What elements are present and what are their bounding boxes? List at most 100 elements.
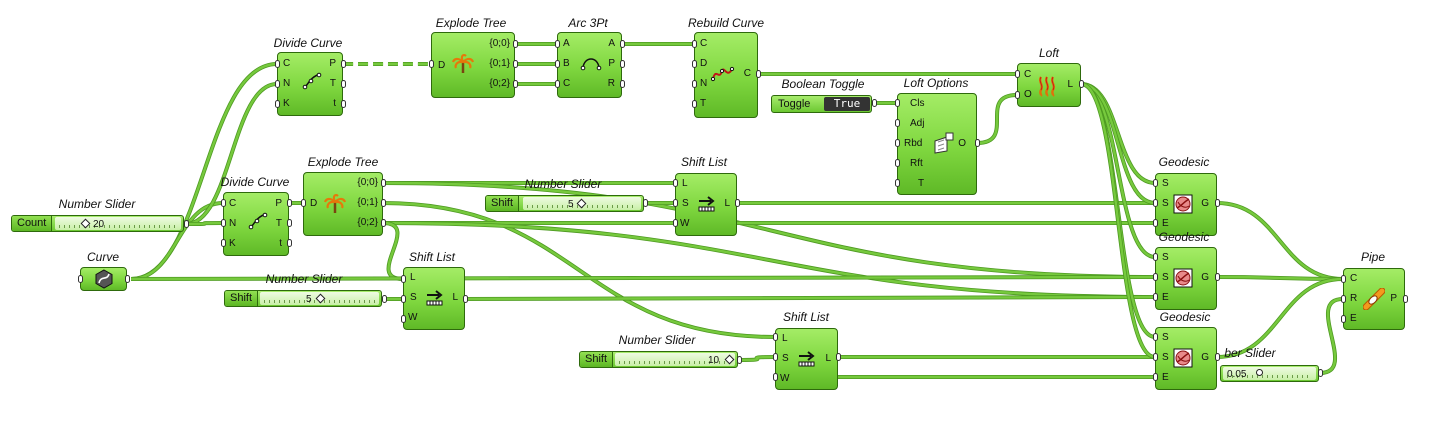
rebuild-curve-component[interactable]: C D N T C bbox=[694, 32, 758, 118]
number-slider-shift-5a[interactable]: Shift 5 bbox=[485, 195, 644, 212]
port-pin[interactable] bbox=[673, 219, 678, 227]
geodesic-2-component[interactable]: S S E G bbox=[1155, 247, 1217, 310]
port-pin[interactable] bbox=[513, 60, 518, 68]
port-pin[interactable] bbox=[735, 199, 740, 207]
port-pin[interactable] bbox=[381, 199, 386, 207]
divide-curve-1-component[interactable]: C N K P T t bbox=[277, 52, 343, 116]
slider-track[interactable]: 5 bbox=[260, 292, 379, 305]
slider-track[interactable]: 20 bbox=[55, 217, 181, 230]
port-pin[interactable] bbox=[1403, 295, 1408, 303]
port-pin[interactable] bbox=[287, 239, 292, 247]
port-pin[interactable] bbox=[381, 179, 386, 187]
port-pin[interactable] bbox=[125, 275, 130, 283]
number-slider-count[interactable]: Count 20 bbox=[11, 215, 184, 232]
port-pin[interactable] bbox=[673, 179, 678, 187]
explode-tree-2-component[interactable]: D {0;0} {0;1} {0;2} bbox=[303, 172, 383, 236]
port-pin[interactable] bbox=[221, 219, 226, 227]
port-pin[interactable] bbox=[1015, 91, 1020, 99]
port-pin[interactable] bbox=[1153, 179, 1158, 187]
port-pin[interactable] bbox=[620, 60, 625, 68]
port-pin[interactable] bbox=[382, 295, 387, 303]
boolean-toggle[interactable]: Toggle True bbox=[771, 95, 872, 113]
port-pin[interactable] bbox=[773, 333, 778, 341]
number-slider-shift-10[interactable]: Shift 10 bbox=[579, 351, 738, 368]
port-pin[interactable] bbox=[1153, 219, 1158, 227]
port-pin[interactable] bbox=[287, 199, 292, 207]
port-pin[interactable] bbox=[737, 356, 742, 364]
port-pin[interactable] bbox=[1153, 199, 1158, 207]
port-pin[interactable] bbox=[1015, 70, 1020, 78]
port-pin[interactable] bbox=[673, 199, 678, 207]
shift-list-2-component[interactable]: L S W L bbox=[403, 267, 465, 330]
port-pin[interactable] bbox=[401, 295, 406, 303]
port-pin[interactable] bbox=[275, 80, 280, 88]
port-pin[interactable] bbox=[895, 179, 900, 187]
port-pin[interactable] bbox=[341, 80, 346, 88]
port-pin[interactable] bbox=[221, 239, 226, 247]
arc-3pt-component[interactable]: A B C A P R bbox=[557, 32, 622, 98]
port-pin[interactable] bbox=[463, 295, 468, 303]
slider-track[interactable]: 5 bbox=[523, 197, 641, 210]
port-pin[interactable] bbox=[275, 60, 280, 68]
slider-track[interactable]: 0.05 bbox=[1223, 367, 1316, 380]
port-pin[interactable] bbox=[341, 60, 346, 68]
port-pin[interactable] bbox=[1079, 80, 1084, 88]
port-pin[interactable] bbox=[555, 80, 560, 88]
port-pin[interactable] bbox=[620, 40, 625, 48]
port-pin[interactable] bbox=[1341, 315, 1346, 323]
loft-options-component[interactable]: Cls Adj Rbd Rft T O bbox=[897, 93, 977, 195]
port-pin[interactable] bbox=[381, 219, 386, 227]
port-pin[interactable] bbox=[275, 100, 280, 108]
port-pin[interactable] bbox=[895, 139, 900, 147]
port-pin[interactable] bbox=[221, 199, 226, 207]
port-pin[interactable] bbox=[975, 139, 980, 147]
loft-component[interactable]: C O L bbox=[1017, 63, 1081, 107]
port-pin[interactable] bbox=[429, 60, 434, 68]
number-slider-shift-5b[interactable]: Shift 5 bbox=[224, 290, 382, 307]
port-pin[interactable] bbox=[513, 80, 518, 88]
port-pin[interactable] bbox=[1215, 273, 1220, 281]
port-pin[interactable] bbox=[555, 40, 560, 48]
port-pin[interactable] bbox=[773, 353, 778, 361]
port-pin[interactable] bbox=[692, 100, 697, 108]
shift-list-1-component[interactable]: L S W L bbox=[675, 173, 737, 236]
boolean-toggle-value-button[interactable]: True bbox=[824, 97, 870, 111]
port-pin[interactable] bbox=[184, 220, 189, 228]
pipe-component[interactable]: C R E P bbox=[1343, 268, 1405, 330]
port-pin[interactable] bbox=[401, 275, 406, 283]
port-pin[interactable] bbox=[78, 275, 83, 283]
port-pin[interactable] bbox=[872, 99, 877, 107]
port-pin[interactable] bbox=[643, 199, 648, 207]
shift-list-3-component[interactable]: L S W L bbox=[775, 328, 838, 390]
port-pin[interactable] bbox=[401, 315, 406, 323]
port-pin[interactable] bbox=[692, 60, 697, 68]
port-pin[interactable] bbox=[895, 119, 900, 127]
port-pin[interactable] bbox=[1153, 293, 1158, 301]
port-pin[interactable] bbox=[1318, 369, 1323, 377]
port-pin[interactable] bbox=[1153, 373, 1158, 381]
port-pin[interactable] bbox=[555, 60, 560, 68]
slider-track[interactable]: 10 bbox=[615, 353, 735, 366]
port-pin[interactable] bbox=[1153, 353, 1158, 361]
port-pin[interactable] bbox=[301, 199, 306, 207]
port-pin[interactable] bbox=[1153, 253, 1158, 261]
port-pin[interactable] bbox=[513, 40, 518, 48]
port-pin[interactable] bbox=[287, 219, 292, 227]
port-pin[interactable] bbox=[692, 80, 697, 88]
port-pin[interactable] bbox=[341, 100, 346, 108]
divide-curve-2-component[interactable]: C N K P T t bbox=[223, 192, 289, 256]
geodesic-1-component[interactable]: S S E G bbox=[1155, 173, 1217, 236]
port-pin[interactable] bbox=[1153, 333, 1158, 341]
port-pin[interactable] bbox=[1215, 199, 1220, 207]
port-pin[interactable] bbox=[895, 99, 900, 107]
port-pin[interactable] bbox=[756, 70, 761, 78]
number-slider-radius[interactable]: 0.05 bbox=[1220, 365, 1319, 382]
port-pin[interactable] bbox=[895, 159, 900, 167]
port-pin[interactable] bbox=[773, 373, 778, 381]
port-pin[interactable] bbox=[692, 40, 697, 48]
slider-grip[interactable] bbox=[1256, 369, 1263, 376]
port-pin[interactable] bbox=[1215, 353, 1220, 361]
port-pin[interactable] bbox=[836, 353, 841, 361]
explode-tree-1-component[interactable]: D {0;0} {0;1} {0;2} bbox=[431, 32, 515, 98]
port-pin[interactable] bbox=[1341, 295, 1346, 303]
